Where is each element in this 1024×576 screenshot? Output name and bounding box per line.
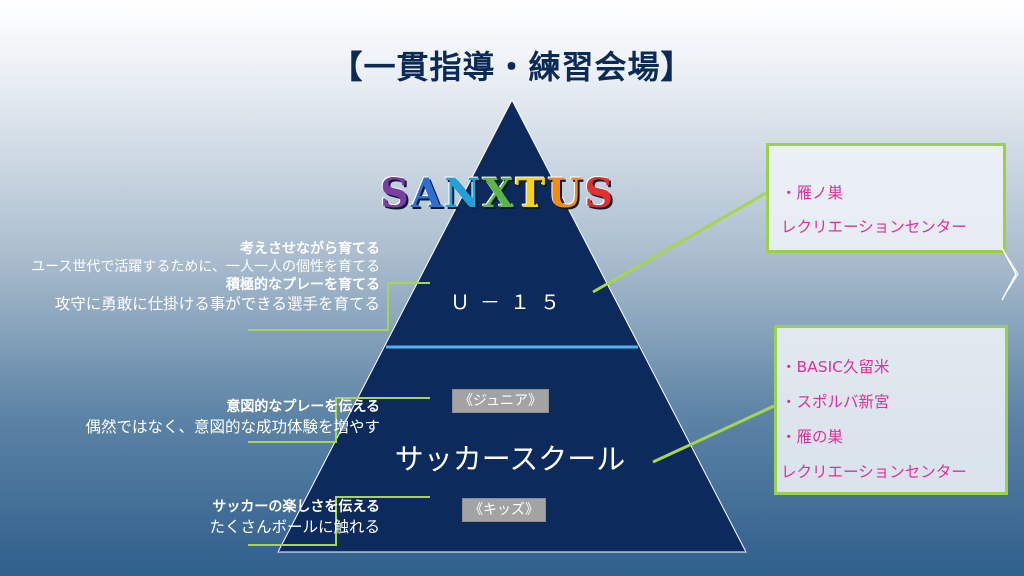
u15-note-heading-2: 積極的なプレーを育てる [226, 277, 380, 293]
connector-junior-left [248, 397, 430, 443]
kids-note-body: たくさんボールに触れる [209, 518, 380, 536]
school-venue-line-3: ・雁の巣 [781, 428, 844, 446]
u15-venue-line-1: ・雁ノ巣 [781, 184, 844, 202]
logo-letter-1: A [410, 170, 442, 217]
connector-u15-left [248, 282, 430, 331]
school-venue-line-2: ・スポルバ新宮 [781, 393, 890, 411]
tier-label-u15: Ｕ－１５ [450, 290, 570, 314]
u15-note-heading-1: 考えさせながら育てる [240, 241, 380, 257]
junior-tag: 《ジュニア》 [452, 389, 550, 413]
logo-letter-3: X [482, 170, 514, 217]
school-venue-box: ・BASIC久留米 ・スポルバ新宮 ・雁の巣 レクリエーションセンター [774, 325, 1008, 495]
u15-notes: 考えさせながら育てる ユース世代で活躍するために、一人一人の個性を育てる 積極的… [31, 240, 380, 314]
school-venue-line-4: レクリエーションセンター [781, 463, 967, 481]
connector-u15-right [592, 191, 767, 294]
pyramid-shape [277, 98, 747, 553]
kids-tag: 《キッズ》 [462, 498, 546, 522]
logo-letter-2: N [443, 170, 481, 217]
logo-letter-6: S [584, 170, 614, 217]
u15-note-body-2: 攻守に勇敢に仕掛ける事ができる選手を育てる [54, 295, 380, 313]
junior-note-heading: 意図的なプレーを伝える [226, 399, 380, 415]
junior-note-body: 偶然ではなく、意図的な成功体験を増やす [85, 418, 380, 436]
connector-school-right [652, 404, 775, 464]
logo-letter-4: T [515, 170, 546, 217]
kids-notes: サッカーの楽しさを伝える たくさんボールに触れる [209, 498, 380, 538]
page-title: 【一貫指導・練習会場】 [330, 48, 694, 86]
junior-notes: 意図的なプレーを伝える 偶然ではなく、意図的な成功体験を増やす [85, 398, 380, 438]
u15-venue-line-2: レクリエーションセンター [781, 218, 967, 236]
chevron-right-icon [1001, 247, 1019, 301]
logo-letter-0: S [380, 170, 409, 217]
kids-note-heading: サッカーの楽しさを伝える [212, 499, 380, 515]
u15-venue-box: ・雁ノ巣 レクリエーションセンター [766, 143, 1006, 253]
tier-label-soccer-school: サッカースクール [394, 442, 626, 476]
logo-letter-5: U [547, 170, 583, 217]
u15-note-body-1: ユース世代で活躍するために、一人一人の個性を育てる [31, 259, 380, 275]
connector-kids-left [248, 496, 430, 546]
school-venue-line-1: ・BASIC久留米 [781, 358, 890, 376]
